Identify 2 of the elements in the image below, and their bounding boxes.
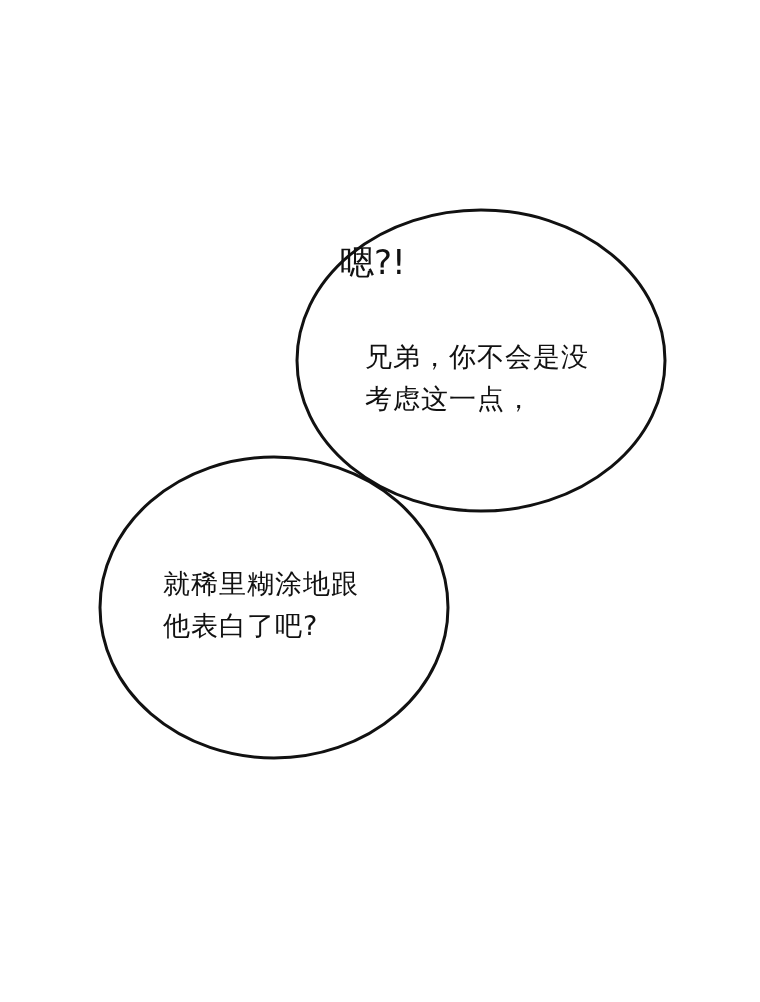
speech-text: 就稀里糊涂地跟他表白了吧? (163, 567, 360, 643)
speech-text: 兄弟，你不会是没考虑这一点， (365, 340, 590, 416)
